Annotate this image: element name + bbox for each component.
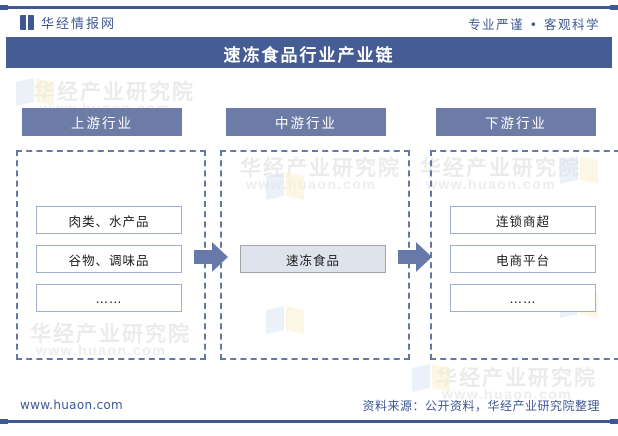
book-watermark-icon <box>16 78 54 106</box>
watermark-company: 华经产业研究院 <box>436 367 597 390</box>
page-title: 速冻食品行业产业链 <box>223 46 395 66</box>
item-box-downstream-2[interactable]: 电商平台 <box>450 245 596 273</box>
watermark-company: 华经产业研究院 <box>34 81 195 104</box>
item-box-downstream-1[interactable]: 连锁商超 <box>450 206 596 234</box>
item-box-midstream-1[interactable]: 速冻食品 <box>240 245 386 273</box>
top-divider <box>0 5 618 10</box>
footer-source: 资料来源：公开资料，华经产业研究院整理 <box>362 399 600 413</box>
footer-url[interactable]: www.huaon.com <box>20 398 124 412</box>
item-box-upstream-2[interactable]: 谷物、调味品 <box>36 245 182 273</box>
brand-bar: 华经情报网 专业严谨 • 客观科学 <box>6 9 612 37</box>
brand-logo: 华经情报网 <box>20 13 116 32</box>
column-header-midstream: 中游行业 <box>226 108 386 136</box>
item-box-upstream-3[interactable]: …… <box>36 284 182 312</box>
footer-bar: www.huaon.com 资料来源：公开资料，华经产业研究院整理 <box>6 394 612 420</box>
item-box-upstream-1[interactable]: 肉类、水产品 <box>36 206 182 234</box>
column-header-downstream: 下游行业 <box>436 108 596 136</box>
bottom-divider <box>0 419 618 424</box>
book-icon <box>20 15 34 30</box>
item-box-downstream-3[interactable]: …… <box>450 284 596 312</box>
brand-slogan: 专业严谨 • 客观科学 <box>468 17 600 32</box>
arrow-midstream-to-downstream <box>398 242 432 272</box>
column-header-upstream: 上游行业 <box>22 108 182 136</box>
book-watermark-icon <box>412 364 450 392</box>
title-bar: 速冻食品行业产业链 <box>6 37 612 68</box>
brand-name: 华经情报网 <box>41 17 117 32</box>
dashed-group-downstream <box>430 150 618 360</box>
arrow-upstream-to-midstream <box>194 242 228 272</box>
